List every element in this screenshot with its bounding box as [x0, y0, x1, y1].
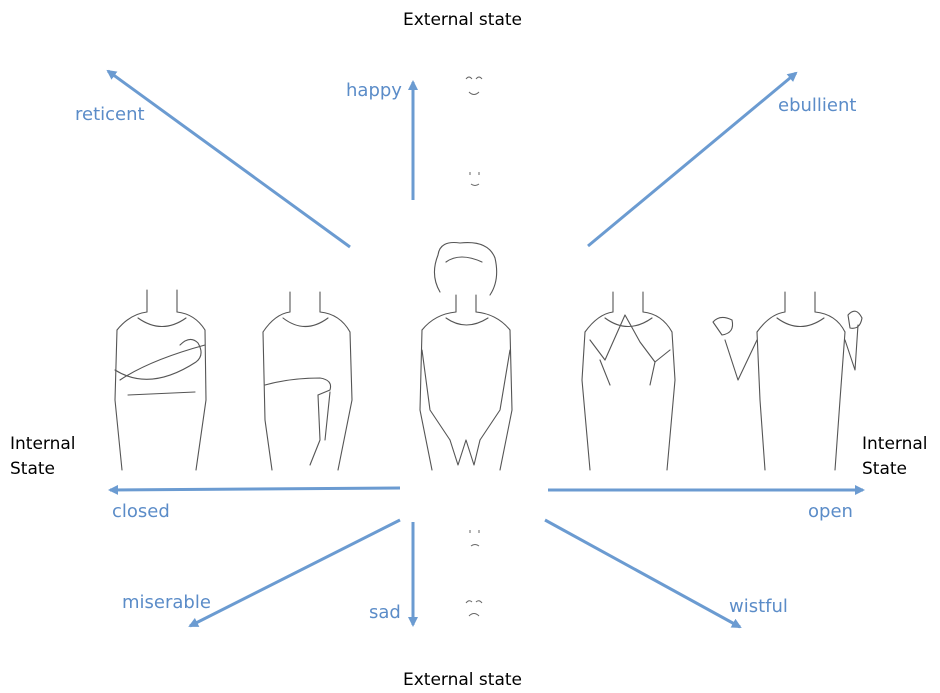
- face-slightly-sad: [470, 530, 479, 546]
- label-miserable: miserable: [122, 592, 211, 614]
- label-open: open: [808, 501, 853, 523]
- label-closed: closed: [112, 501, 170, 523]
- internal-state-right-title-line2: State: [862, 459, 907, 480]
- label-sad: sad: [369, 602, 401, 624]
- internal-state-right-title-line1: Internal: [862, 434, 928, 455]
- internal-state-left-title-line2: State: [10, 459, 55, 480]
- label-ebullient: ebullient: [778, 95, 856, 117]
- label-reticent: reticent: [75, 104, 145, 126]
- label-happy: happy: [346, 80, 402, 102]
- face-very-happy: [466, 77, 482, 95]
- label-wistful: wistful: [729, 596, 788, 618]
- external-state-top-title: External state: [403, 10, 522, 31]
- internal-state-left-title-line1: Internal: [10, 434, 76, 455]
- face-slightly-happy: [470, 172, 479, 186]
- face-very-sad: [466, 601, 482, 616]
- external-state-bottom-title: External state: [403, 670, 522, 691]
